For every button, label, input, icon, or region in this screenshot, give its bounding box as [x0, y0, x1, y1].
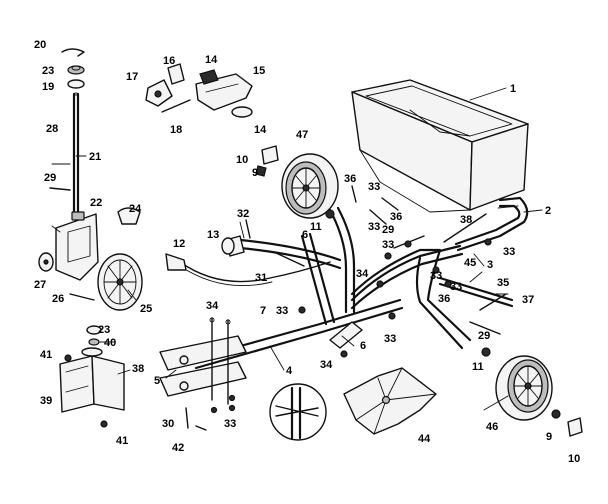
callout-45: 45	[464, 257, 476, 269]
callout-24: 24	[129, 203, 142, 215]
callout-9-upper: 9	[252, 167, 258, 179]
callout-6-upper: 6	[302, 229, 308, 241]
callout-19: 19	[42, 81, 54, 93]
front-bracket	[159, 317, 247, 414]
callout-30: 30	[162, 418, 174, 430]
callout-33-g: 33	[384, 333, 396, 345]
callout-labels: 1 2 3 4 5 6 6 7 9 9 10 10 11 11 12 13 14…	[34, 39, 580, 465]
callout-15: 15	[253, 65, 265, 77]
leader-lines	[51, 87, 543, 411]
callout-33-d: 33	[430, 270, 442, 282]
callout-12: 12	[173, 238, 185, 250]
callout-47: 47	[296, 129, 308, 141]
callout-16: 16	[163, 55, 175, 67]
callout-39: 39	[40, 395, 52, 407]
callout-46: 46	[486, 421, 498, 433]
callout-26: 26	[52, 293, 64, 305]
callout-37: 37	[522, 294, 534, 306]
callout-33-e: 33	[450, 281, 462, 293]
agitator-impeller	[343, 367, 437, 435]
callout-14-lower: 14	[254, 124, 267, 136]
callout-33-i: 33	[224, 418, 236, 430]
callout-10-upper: 10	[236, 154, 248, 166]
callout-2: 2	[545, 205, 551, 217]
callout-33-h: 33	[276, 305, 288, 317]
callout-27: 27	[34, 279, 46, 291]
callout-44: 44	[418, 433, 431, 445]
callout-7: 7	[260, 305, 266, 317]
callout-38-left: 38	[132, 363, 144, 375]
callout-41-lower: 41	[116, 435, 128, 447]
callout-10-lower: 10	[568, 453, 580, 465]
gear-housing-parts	[145, 63, 253, 118]
callout-33-a: 33	[368, 181, 380, 193]
callout-38-right: 38	[460, 214, 472, 226]
callout-42: 42	[172, 442, 184, 454]
callout-29-right: 29	[478, 330, 490, 342]
callout-11-upper: 11	[310, 221, 322, 233]
wheel-upper	[255, 145, 339, 219]
callout-13: 13	[207, 229, 219, 241]
callout-35: 35	[497, 277, 509, 289]
callout-34-lower: 34	[320, 359, 333, 371]
callout-23-upper: 23	[42, 65, 54, 77]
callout-33-f: 33	[503, 246, 515, 258]
callout-40: 40	[104, 337, 116, 349]
callout-33-c: 33	[382, 239, 394, 251]
callout-29-mid: 29	[382, 224, 394, 236]
agitator-shaft-detail	[269, 383, 327, 441]
callout-34-left: 34	[206, 300, 219, 312]
callout-21: 21	[89, 151, 101, 163]
callout-28: 28	[46, 123, 58, 135]
callout-3: 3	[487, 259, 493, 271]
control-rod-assembly	[38, 48, 143, 311]
wheel-lower	[481, 347, 583, 437]
callout-22: 22	[90, 197, 102, 209]
callout-14-upper: 14	[205, 54, 218, 66]
callout-1: 1	[510, 83, 516, 95]
callout-20: 20	[34, 39, 46, 51]
callout-17: 17	[126, 71, 138, 83]
callout-36-b: 36	[390, 211, 402, 223]
callout-18: 18	[170, 124, 182, 136]
callout-23-lower: 23	[98, 324, 110, 336]
callout-32: 32	[237, 208, 249, 220]
callout-9-lower: 9	[546, 431, 552, 443]
callout-36-c: 36	[438, 293, 450, 305]
callout-29-left: 29	[44, 172, 56, 184]
callout-6-lower: 6	[360, 340, 366, 352]
callout-41-upper: 41	[40, 349, 52, 361]
callout-5: 5	[154, 375, 160, 387]
callout-36-a: 36	[344, 173, 356, 185]
fasteners	[245, 185, 492, 358]
callout-4: 4	[286, 365, 293, 377]
callout-34-mid: 34	[356, 268, 369, 280]
hopper	[351, 79, 529, 213]
callout-11-lower: 11	[472, 361, 484, 373]
callout-31: 31	[255, 272, 267, 284]
callout-25: 25	[140, 303, 152, 315]
control-cable	[165, 221, 331, 287]
callout-33-b: 33	[368, 221, 380, 233]
deflector-assembly	[59, 325, 207, 431]
